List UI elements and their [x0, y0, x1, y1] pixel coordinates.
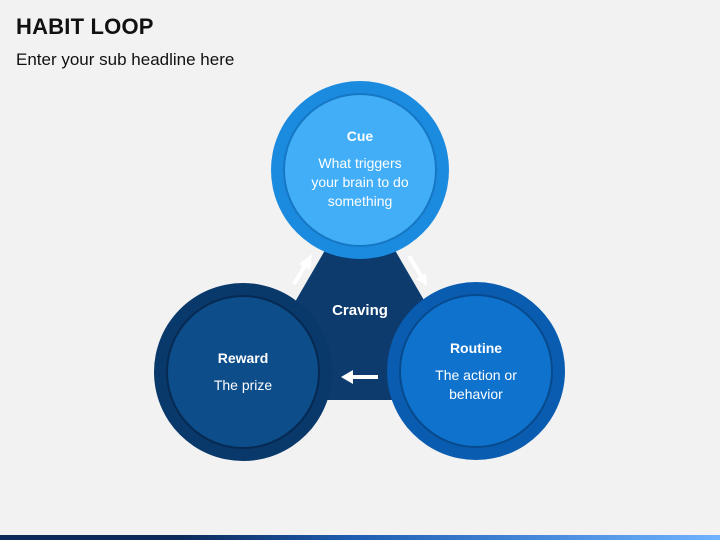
craving-label: Craving: [332, 302, 388, 319]
arrow-cue-to-routine: [407, 254, 427, 286]
cue-title: Cue: [346, 128, 374, 144]
routine-title: Routine: [449, 340, 503, 356]
arrow-routine-to-reward: [341, 370, 378, 384]
reward-title: Reward: [217, 350, 269, 366]
reward-description: The prize: [173, 376, 313, 395]
cue-circle-inner: [283, 93, 437, 247]
footer-accent-bar: [0, 535, 720, 540]
cue-description-line: something: [327, 193, 393, 209]
routine-description-line: The action or: [435, 367, 517, 383]
page-title: HABIT LOOP: [16, 14, 154, 39]
cue-description-line: What triggers: [318, 155, 402, 171]
reward-circle-inner: [166, 295, 320, 449]
page-subtitle: Enter your sub headline here: [16, 50, 235, 69]
routine-description: The action or behavior: [406, 366, 546, 404]
arrow-reward-to-cue: [292, 254, 312, 286]
routine-node: Routine The action or behavior: [406, 340, 546, 404]
routine-description-line: behavior: [449, 386, 503, 402]
cue-node: Cue What triggers your brain to do somet…: [290, 128, 430, 211]
routine-circle-inner: [399, 294, 553, 448]
cue-description: What triggers your brain to do something: [290, 154, 430, 211]
cue-description-line: your brain to do: [311, 174, 409, 190]
reward-description-line: The prize: [213, 377, 273, 393]
reward-node: Reward The prize: [173, 350, 313, 395]
